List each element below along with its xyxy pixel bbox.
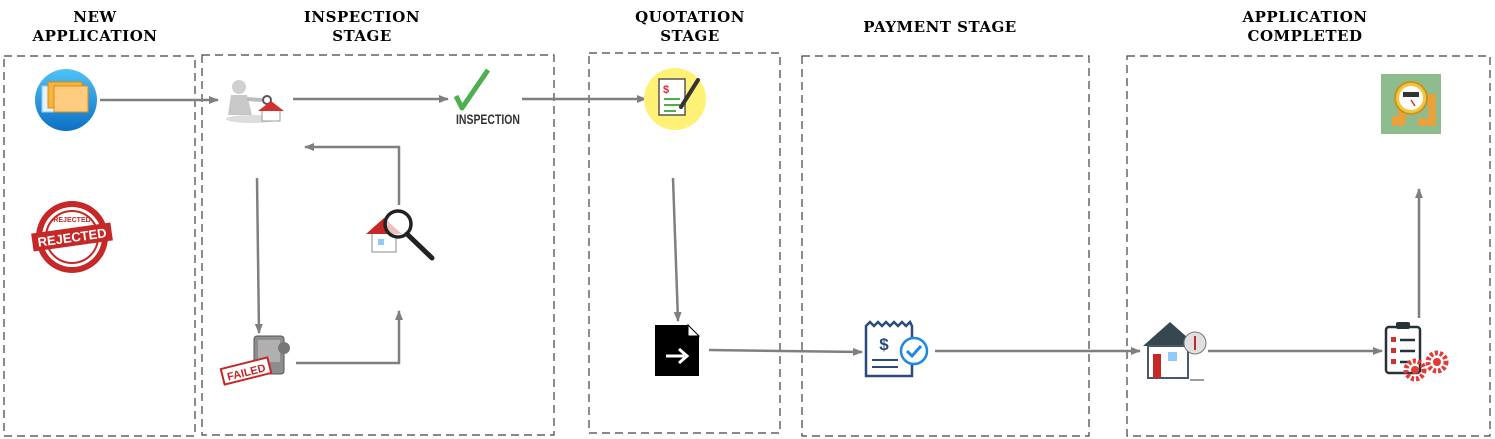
quotation-dollar: $ xyxy=(663,84,669,96)
stage-box-new-application xyxy=(3,55,196,437)
stage-title-completed: APPLICATION COMPLETED xyxy=(1220,8,1390,46)
stage-title-line1: QUOTATION xyxy=(635,8,745,26)
stage-title-line1: PAYMENT STAGE xyxy=(863,18,1017,36)
quotation-icon: $ xyxy=(644,68,706,130)
arrow-inspector-to-failed xyxy=(254,177,263,334)
stage-title-line1: INSPECTION xyxy=(303,8,421,26)
document-forward-icon xyxy=(655,323,701,376)
stage-box-inspection xyxy=(201,54,555,436)
inspection-logo-text: INSPECTION xyxy=(456,111,520,127)
stage-title-new-application: NEW APPLICATION xyxy=(20,8,170,46)
stage-title-line2: APPLICATION xyxy=(32,27,158,45)
stage-title-line1: APPLICATION xyxy=(1242,8,1368,26)
payment-receipt-icon: $ xyxy=(864,319,929,378)
checklist-gears-icon xyxy=(1384,322,1449,382)
house-connection-icon xyxy=(1143,322,1207,381)
arrow-failed-to-reinspect xyxy=(296,310,403,365)
rejected-stamp-small-text: REJECTED xyxy=(53,217,90,224)
arrow-reinspect-to-inspector xyxy=(304,143,401,205)
inspector-icon xyxy=(226,80,284,123)
stage-title-quotation: QUOTATION STAGE xyxy=(615,8,765,46)
stage-box-payment xyxy=(801,55,1090,437)
rejected-stamp-icon: REJECTED REJECTED xyxy=(31,201,113,273)
inspection-logo-icon: INSPECTION xyxy=(453,68,520,127)
house-magnifier-icon xyxy=(366,209,435,261)
arrow-quotation-to-document xyxy=(671,177,682,322)
stage-box-quotation xyxy=(588,52,781,434)
stage-title-line1: NEW xyxy=(73,8,117,26)
water-meter-icon xyxy=(1381,74,1441,134)
new-application-icon xyxy=(35,69,97,131)
stage-title-inspection: INSPECTION STAGE xyxy=(282,8,442,46)
arrow-document-to-payment xyxy=(708,347,863,356)
stage-title-payment: PAYMENT STAGE xyxy=(840,18,1040,37)
payment-dollar: $ xyxy=(879,335,889,354)
stage-title-line2: STAGE xyxy=(332,27,392,45)
stage-title-line2: STAGE xyxy=(660,27,720,45)
stage-box-completed xyxy=(1126,55,1491,437)
failed-stamp-icon: FAILED xyxy=(219,335,290,386)
stage-title-line2: COMPLETED xyxy=(1247,27,1363,45)
